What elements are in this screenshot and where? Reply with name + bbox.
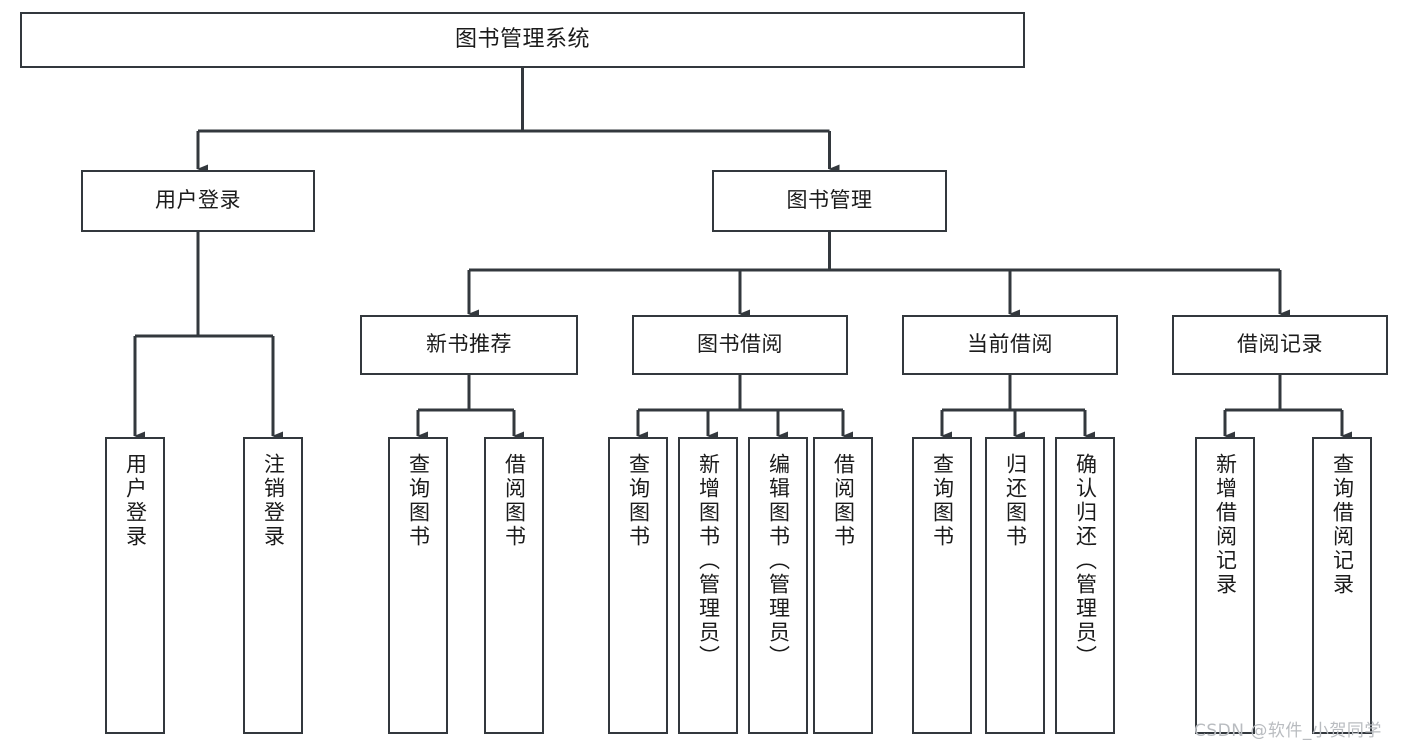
node-user-login[interactable]: 用户登录 [81, 170, 315, 232]
leaf-borrow-book-borrowing[interactable]: 借阅图书 [813, 437, 873, 734]
node-book-management[interactable]: 图书管理 [712, 170, 947, 232]
leaf-user-logout[interactable]: 注销登录 [243, 437, 303, 734]
node-label: 当前借阅 [967, 332, 1053, 357]
leaf-return-book[interactable]: 归还图书 [985, 437, 1045, 734]
node-label: 归还图书 [1003, 453, 1028, 549]
leaf-query-book-newbook[interactable]: 查询图书 [388, 437, 448, 734]
node-label: 用户登录 [123, 453, 148, 549]
node-borrowing-record[interactable]: 借阅记录 [1172, 315, 1388, 375]
node-label: 图书管理系统 [454, 26, 590, 52]
node-label: 查询图书 [626, 453, 651, 549]
leaf-user-login[interactable]: 用户登录 [105, 437, 165, 734]
leaf-query-book-borrowing[interactable]: 查询图书 [608, 437, 668, 734]
leaf-edit-book-admin[interactable]: 编辑图书（管理员） [748, 437, 808, 734]
node-label: 新书推荐 [426, 332, 512, 357]
node-label: 注销登录 [261, 453, 286, 549]
leaf-add-borrow-record[interactable]: 新增借阅记录 [1195, 437, 1255, 734]
leaf-confirm-return-admin[interactable]: 确认归还（管理员） [1055, 437, 1115, 734]
node-label: 查询借阅记录 [1330, 453, 1355, 597]
node-new-book-recommendation[interactable]: 新书推荐 [360, 315, 578, 375]
leaf-query-borrow-record[interactable]: 查询借阅记录 [1312, 437, 1372, 734]
node-label: 借阅图书 [831, 453, 856, 549]
leaf-query-book-current[interactable]: 查询图书 [912, 437, 972, 734]
node-label: 确认归还（管理员） [1073, 453, 1098, 669]
node-label: 图书管理 [786, 188, 873, 213]
node-label: 借阅图书 [502, 453, 527, 549]
node-label: 图书借阅 [697, 332, 783, 357]
node-current-borrowing[interactable]: 当前借阅 [902, 315, 1118, 375]
node-label: 用户登录 [155, 188, 241, 213]
node-label: 查询图书 [406, 453, 431, 549]
watermark-credit: CSDN @软件_小贺同学 [1194, 721, 1382, 741]
node-label: 新增借阅记录 [1213, 453, 1238, 597]
node-label: 借阅记录 [1237, 332, 1323, 357]
node-label: 编辑图书（管理员） [766, 453, 791, 669]
leaf-add-book-admin[interactable]: 新增图书（管理员） [678, 437, 738, 734]
node-root-system[interactable]: 图书管理系统 [20, 12, 1025, 68]
node-label: 查询图书 [930, 453, 955, 549]
node-book-borrowing[interactable]: 图书借阅 [632, 315, 848, 375]
node-label: 新增图书（管理员） [696, 453, 721, 669]
leaf-borrow-book-newbook[interactable]: 借阅图书 [484, 437, 544, 734]
